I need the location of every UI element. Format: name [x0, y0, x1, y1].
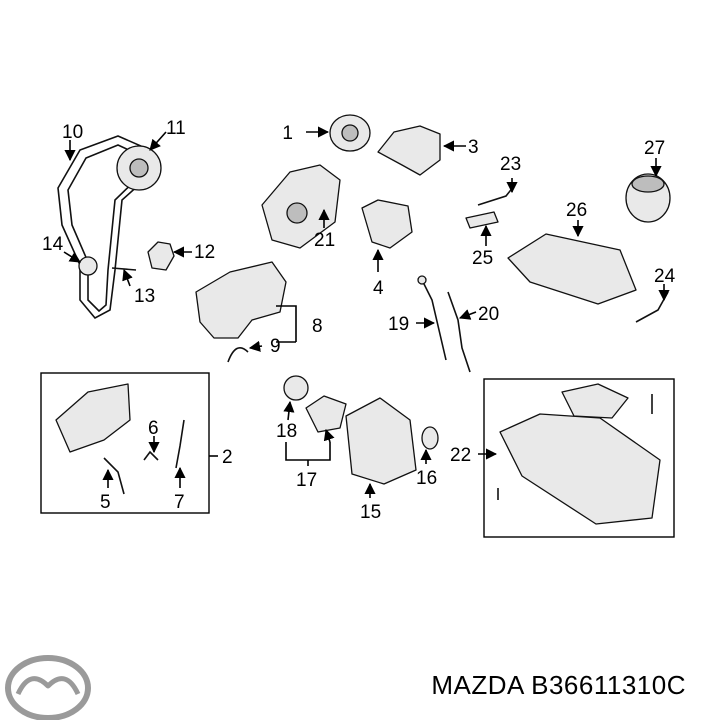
callout-2: 2 [222, 447, 233, 468]
leader-13 [122, 268, 133, 287]
part-caption: MAZDA B36611310C [431, 670, 686, 701]
part-number: B36611310C [531, 670, 686, 700]
cover-seal [227, 346, 249, 363]
oil-baffle-plate [507, 233, 637, 305]
callout-27: 27 [644, 138, 665, 159]
pulley-bracket [377, 125, 441, 176]
callout-9: 9 [270, 336, 281, 357]
seal-housing [305, 395, 347, 433]
dipstick-tube [447, 291, 471, 373]
lower-timing-cover [55, 383, 131, 453]
callout-20: 20 [478, 304, 499, 325]
upper-timing-cover [195, 261, 287, 339]
callout-23: 23 [500, 154, 521, 175]
callout-16: 16 [416, 468, 437, 489]
callout-8: 8 [312, 316, 323, 337]
callout-7: 7 [174, 492, 185, 513]
seal-6 [143, 450, 159, 461]
leader-14 [63, 251, 81, 263]
callout-18: 18 [276, 421, 297, 442]
seal-strip-7 [175, 419, 185, 469]
oil-strainer-bracket [477, 185, 515, 206]
callout-4: 4 [373, 278, 384, 299]
idler-pulley [78, 256, 98, 276]
timing-belt [57, 135, 151, 320]
callout-10: 10 [62, 122, 83, 143]
crank-oil-seal [283, 375, 309, 401]
inset-box-oil-pan [483, 378, 675, 538]
strainer-gasket [465, 211, 499, 229]
callout-25: 25 [472, 248, 493, 269]
callout-17: 17 [296, 470, 317, 491]
callout-22: 22 [450, 445, 471, 466]
callout-3: 3 [468, 137, 479, 158]
leader-17-bracket [285, 442, 331, 461]
oil-pump-rotor [286, 202, 308, 224]
callout-12: 12 [194, 242, 215, 263]
belt-tensioner [147, 241, 175, 271]
leader-9 [248, 340, 263, 352]
cam-sprocket-hub [129, 158, 149, 178]
crank-pulley-hub [341, 124, 359, 142]
callout-14: 14 [42, 234, 64, 255]
leader-18 [283, 400, 295, 421]
callout-24: 24 [654, 266, 676, 287]
callout-26: 26 [566, 200, 587, 221]
leader-17b [323, 428, 335, 443]
rear-cover [345, 397, 417, 485]
callout-6: 6 [148, 418, 159, 439]
inset-box-timing-cover [40, 372, 210, 514]
cover-plug [421, 426, 439, 450]
leader-8a [276, 305, 297, 342]
callout-5: 5 [100, 492, 111, 513]
oil-pan [499, 413, 661, 525]
leader-20 [458, 309, 477, 320]
callout-15: 15 [360, 502, 381, 523]
mazda-logo [5, 655, 91, 720]
callout-1: 1 [282, 123, 293, 144]
dipstick-handle [417, 275, 427, 285]
callout-21: 21 [314, 230, 335, 251]
leader-11 [149, 131, 167, 151]
mount-bracket [361, 199, 413, 249]
seal-strip-5 [103, 457, 125, 495]
callout-11: 11 [166, 118, 186, 139]
oil-filter-top [631, 175, 665, 193]
oil-dipstick [421, 279, 447, 361]
oil-pan-gasket [561, 383, 629, 419]
brand-label: MAZDA [431, 670, 524, 700]
timing-belt-inner [67, 144, 147, 313]
callout-13: 13 [134, 286, 155, 307]
callout-19: 19 [388, 314, 409, 335]
